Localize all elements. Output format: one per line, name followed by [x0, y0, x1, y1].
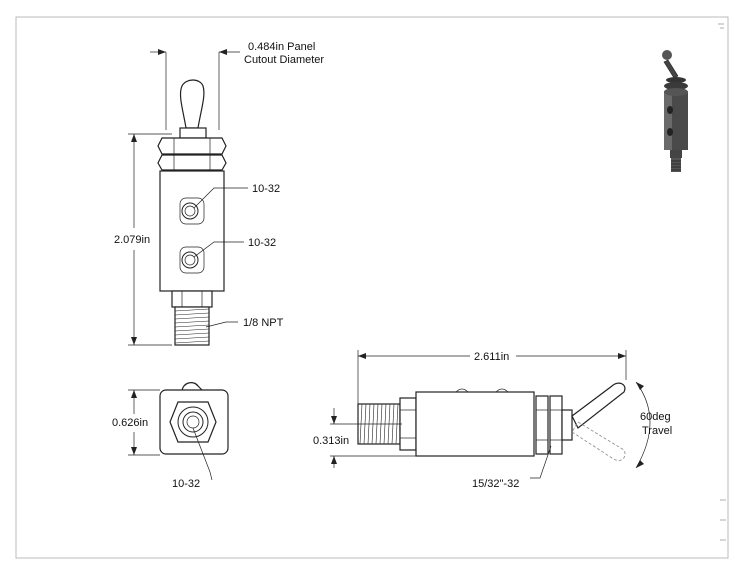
overall-height-dimension — [128, 133, 172, 346]
side-view: 60deg Travel 2.611in 0.313in 15/32"-32 — [313, 350, 672, 490]
body-width-label: 0.626in — [112, 417, 148, 429]
overall-height-label: 2.079in — [114, 234, 150, 246]
side-body — [415, 391, 535, 457]
side-bushing — [561, 409, 573, 441]
port-upper — [179, 197, 205, 225]
side-hex — [399, 397, 417, 451]
toggle-lever — [179, 79, 205, 129]
panel-cutout-dimension — [150, 49, 240, 130]
front-view: 0.484in Panel Cutout Diameter 2.079in 10… — [114, 41, 324, 346]
offset-label: 0.313in — [313, 435, 349, 447]
bushing — [179, 127, 207, 139]
bottom-port-label: 10-32 — [172, 478, 200, 490]
valve-body — [159, 170, 225, 292]
travel-label-2: Travel — [642, 425, 672, 437]
corner-marks — [718, 23, 726, 541]
overall-length-label: 2.611in — [474, 351, 509, 363]
sheet-border — [15, 16, 729, 559]
side-lever — [571, 382, 626, 429]
panel-cutout-label-1: 0.484in Panel — [248, 41, 315, 53]
npt-label: 1/8 NPT — [243, 317, 284, 329]
hex-base — [171, 290, 213, 308]
bottom-view: 0.626in 10-32 — [112, 382, 229, 490]
side-lever-travel — [571, 421, 626, 461]
lower-nut — [157, 154, 227, 171]
upper-nut — [157, 137, 227, 155]
port-lower — [179, 246, 205, 274]
port-upper-label: 10-32 — [252, 183, 280, 195]
isometric-thumbnail — [662, 50, 688, 172]
side-nut-2 — [549, 395, 563, 455]
port-lower-label: 10-32 — [248, 237, 276, 249]
thread-label: 15/32"-32 — [472, 478, 519, 490]
side-nut-1 — [535, 395, 549, 455]
travel-label-1: 60deg — [640, 411, 671, 423]
panel-cutout-label-2: Cutout Diameter — [244, 54, 324, 66]
bottom-hex — [169, 401, 217, 443]
